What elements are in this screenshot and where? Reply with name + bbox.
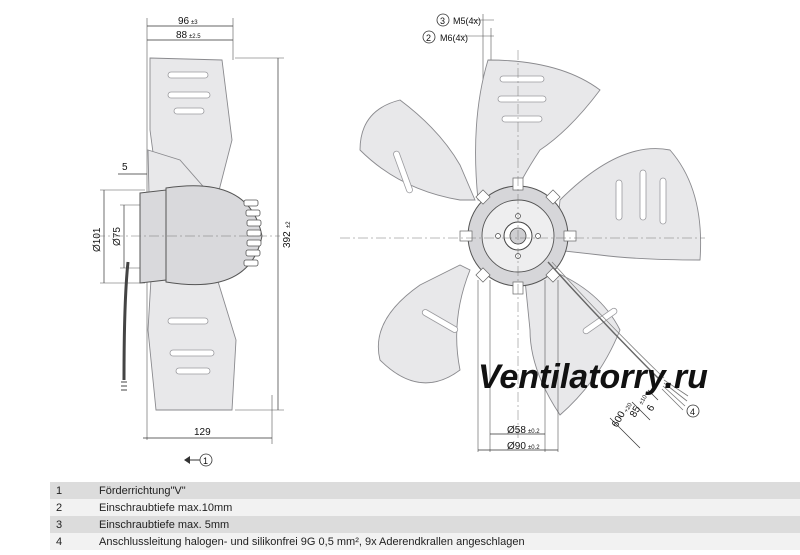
legend-num: 2 — [50, 499, 93, 516]
legend-num: 1 — [50, 482, 93, 499]
dim-d101: Ø101 — [92, 227, 103, 252]
dim-600-tol: +20 — [624, 402, 635, 414]
dim-392-tol: ±2 — [286, 221, 292, 228]
label-m5: M5(4x) — [453, 16, 481, 26]
side-cable — [122, 261, 130, 381]
callout-1: 1 — [203, 456, 208, 466]
front-view: 3 M5(4x) 2 M6(4x) — [340, 13, 708, 452]
legend-row: 1 Förderrichtung"V" — [50, 482, 800, 499]
callout-4: 4 — [690, 407, 695, 417]
dim-6: 6 — [645, 403, 658, 414]
dim-96-tol: ±3 — [191, 20, 198, 26]
legend-text: Einschraubtiefe max. 5mm — [93, 516, 800, 533]
legend-row: 3 Einschraubtiefe max. 5mm — [50, 516, 800, 533]
dim-5: 5 — [122, 162, 128, 173]
dim-129: 129 — [194, 427, 211, 438]
legend-text: Anschlussleitung halogen- und silikonfre… — [93, 533, 800, 550]
dim-392: 392 — [282, 231, 293, 248]
dim-d75: Ø75 — [112, 227, 123, 246]
side-view: 96 ±3 88 ±2.5 392 ±2 Ø101 Ø75 5 129 — [92, 16, 293, 467]
dim-85: 85 — [628, 404, 643, 420]
legend-num: 4 — [50, 533, 93, 550]
fan-technical-drawing: 96 ±3 88 ±2.5 392 ±2 Ø101 Ø75 5 129 — [92, 13, 708, 467]
dim-96: 96 — [178, 16, 190, 27]
front-cable — [547, 261, 661, 381]
dim-d58-tol: ±0.2 — [528, 429, 540, 435]
fan-blades — [359, 59, 702, 416]
motor-fins — [243, 199, 262, 267]
dim-88: 88 — [176, 30, 188, 41]
callout-3: 3 — [440, 16, 445, 26]
dim-88-tol: ±2.5 — [189, 34, 201, 40]
legend-row: 2 Einschraubtiefe max.10mm — [50, 499, 800, 516]
dim-d90-tol: ±0.2 — [528, 445, 540, 451]
legend-row: 4 Anschlussleitung halogen- und silikonf… — [50, 533, 800, 550]
legend-text: Einschraubtiefe max.10mm — [93, 499, 800, 516]
legend-text: Förderrichtung"V" — [93, 482, 800, 499]
dim-d90: Ø90 — [507, 441, 526, 452]
label-m6: M6(4x) — [440, 33, 468, 43]
legend-num: 3 — [50, 516, 93, 533]
legend-table: 1 Förderrichtung"V" 2 Einschraubtiefe ma… — [50, 482, 800, 550]
dim-85-tol: ±10 — [639, 394, 650, 406]
watermark: Ventilatorry.ru — [478, 358, 708, 396]
callout-2: 2 — [426, 33, 431, 43]
dim-d58: Ø58 — [507, 425, 526, 436]
